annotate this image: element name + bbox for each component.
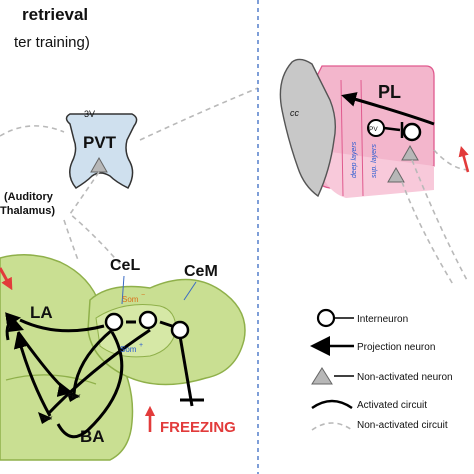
pv-interneuron [367,119,385,137]
cel-interneuron-1 [104,312,124,332]
cel-feedback-loop [56,331,124,439]
right-red-arrow [458,145,470,173]
cem-pointer [183,281,197,301]
legend-projection-symbol [310,336,330,356]
fear-neuron-lower [38,412,52,424]
pvt-3v-label: 3V [84,109,95,119]
pv-label: PV [369,126,378,133]
panel-right: cc PL deep layers sup. layers PV Interne… [279,58,471,431]
pvt-label: PVT [83,133,117,152]
la-projection-neuron [8,316,24,332]
pl-label: PL [378,82,401,102]
cel-inhibit-2 [159,320,173,328]
cel-label: CeL [110,257,140,274]
cc-label: cc [290,108,300,118]
red-input-arrow [0,267,13,291]
deep-layers-label: deep layers [351,141,358,178]
freezing-label: FREEZING [160,419,236,436]
pvt-region: 3V PVT [65,109,138,189]
right-dashed-2 [411,159,469,283]
left-activated-circuits [5,312,204,439]
la-recurrent-circuit [5,312,21,341]
cem-label: CeM [184,263,218,280]
panel-subtitle: ter training) [14,34,90,51]
cem-interneuron [170,320,190,340]
legend-nonactivated-symbol [311,367,333,385]
som-plus-label: Som [120,345,137,354]
dashed-path-1 [0,125,65,137]
layer-boundary-2 [360,79,364,197]
pl-nonactivated-neuron-2 [387,166,405,183]
legend-nonactivated-circuit-symbol [311,422,353,431]
legend-projection-label: Projection neuron [357,342,435,353]
legend-interneuron-symbol [316,308,336,328]
right-dashed-1 [401,181,455,287]
pv-inhibit-line [383,126,401,132]
legend: Interneuron Projection neuron Non-activa… [310,308,453,431]
fear-label-upper: Fear [68,394,80,400]
legend-activated-symbol [311,399,353,409]
sup-layers-label: sup. layers [371,144,378,178]
cel-interneuron-2 [138,310,158,330]
legend-interneuron-label: Interneuron [357,314,408,325]
pl-activated-projection [341,92,435,126]
dashed-path-2 [139,87,259,141]
fear-neuron-upper [66,390,80,402]
cem-output [178,335,194,407]
dashed-path-3 [68,171,121,265]
left-non-activated-circuits [0,87,259,265]
cel-pointer [121,275,125,305]
legend-nonactivated-circuit-label: Non-activated circuit [357,420,448,431]
fear-lower-to-som [46,328,151,416]
cc-region [279,58,337,198]
fear-lower-to-la [13,333,52,417]
som-minus-label: Som [122,295,139,304]
panel-title: retrieval [22,5,88,24]
som-minus-sign: − [141,292,145,299]
ba-label: BA [80,427,105,446]
pvt-shape [65,113,138,189]
auditory-label-2: Thalamus) [0,205,55,217]
dashed-path-4 [63,219,79,261]
legend-activated-label: Activated circuit [357,400,427,411]
fear-label-lower: Fear [40,416,52,422]
som-plus-sign: + [139,342,143,349]
la-to-cel-circuit [19,318,105,333]
pl-nonactivated-neuron-1 [401,144,419,161]
pl-interneuron [402,122,422,142]
pl-lower-band [316,150,434,198]
la-label: LA [30,303,53,322]
panel-left: retrieval ter training) 3V PVT (Auditory… [0,5,259,461]
auditory-label-1: (Auditory [4,191,54,203]
legend-nonactivated-label: Non-activated neuron [357,372,453,383]
